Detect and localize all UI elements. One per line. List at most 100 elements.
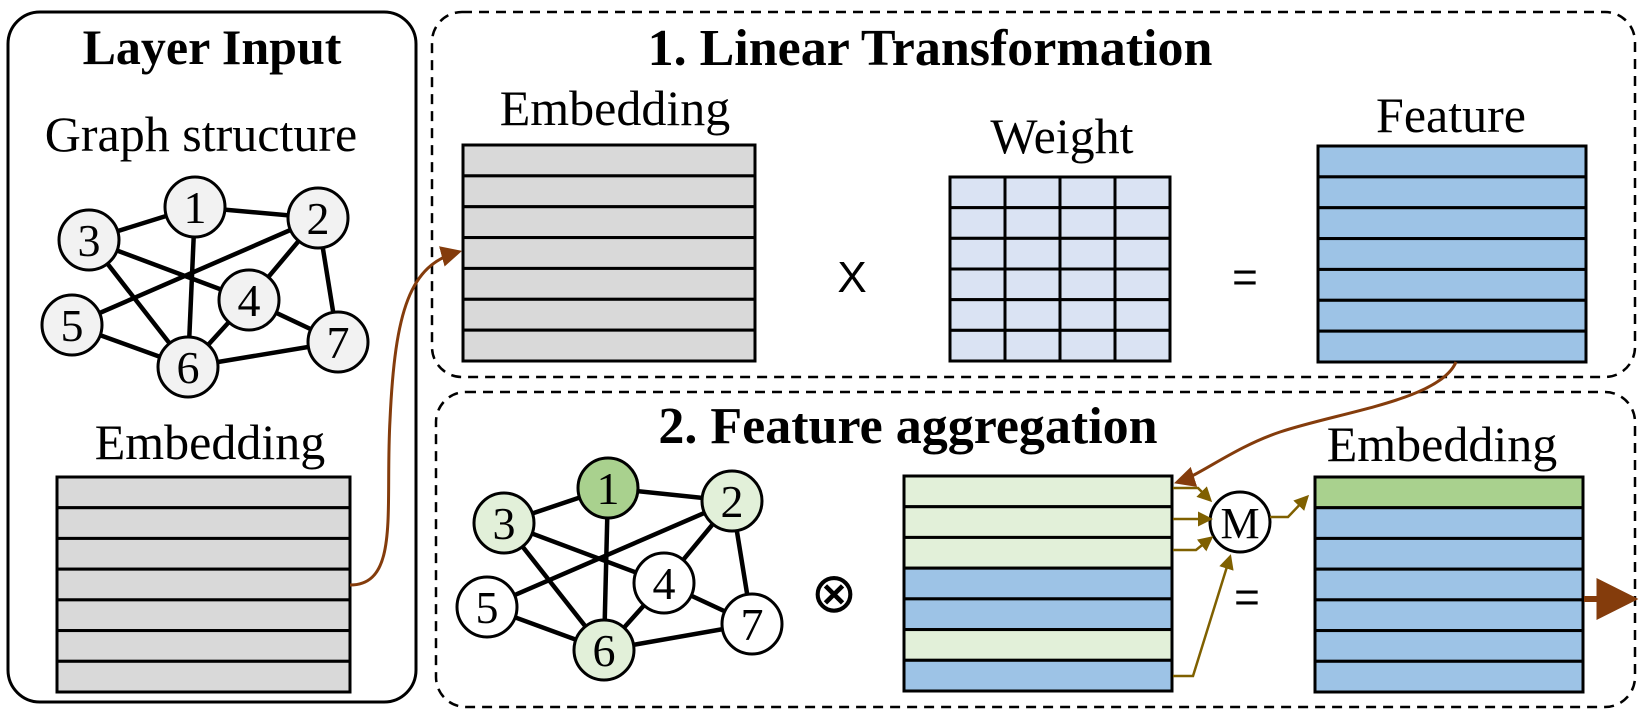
matrix-row: [1313, 659, 1585, 694]
matrix-row: [55, 598, 352, 633]
graph-node: [576, 456, 640, 520]
matrix-cell: [948, 175, 1007, 210]
matrix-row: [1316, 175, 1588, 210]
matrix-cell: [1113, 328, 1172, 363]
graph-node: [57, 208, 121, 272]
feature-to-aggregation-arrow: [1173, 361, 1458, 487]
graph-node-label: 3: [493, 498, 516, 549]
matrix-row: [1313, 598, 1585, 633]
matrix-cell: [1058, 175, 1117, 210]
matrix-cell: [1113, 298, 1172, 332]
fa-embedding-label: Embedding: [1327, 416, 1558, 472]
graph-node: [156, 335, 220, 399]
matrix-row: [1316, 298, 1588, 333]
matrix-row: [461, 174, 757, 209]
matrix-row: [1313, 567, 1585, 602]
graph-node-label: 4: [238, 275, 261, 326]
matrix-row: [1313, 475, 1585, 510]
matrix-cell: [948, 206, 1007, 240]
aggregate-to-output-arrow: [1270, 494, 1310, 519]
matrix-row: [902, 658, 1174, 693]
matrix-row: [461, 236, 757, 270]
graph-node-label: 2: [307, 193, 330, 244]
matrix-cell: [948, 236, 1007, 271]
matrix-cell: [948, 267, 1007, 302]
aggregate-node-label: M: [1220, 499, 1259, 548]
matrix-row: [461, 328, 757, 363]
matrix-row: [902, 628, 1174, 662]
matrix-row: [55, 475, 352, 510]
matrix-cell: [1058, 298, 1117, 332]
graph-node: [455, 575, 519, 639]
aggregation-matrix: [902, 474, 1174, 693]
matrix-cell: [1113, 267, 1172, 302]
graph-node: [306, 310, 370, 374]
graph-node-label: 1: [184, 182, 207, 233]
matrix-row: [1313, 506, 1585, 540]
lt-embedding-label: Embedding: [500, 80, 731, 136]
linear-transformation-title: 1. Linear Transformation: [648, 20, 1213, 77]
linear-transformation-panel: [430, 10, 1637, 379]
graph-node: [40, 293, 104, 357]
graph-edge: [486, 498, 733, 610]
graph-node: [632, 551, 696, 615]
matrix-cell: [1003, 267, 1062, 302]
graph-node-label: 1: [597, 463, 620, 514]
layer-input-title: Layer Input: [83, 19, 342, 75]
matrix-cell: [948, 328, 1007, 363]
matrix-cell: [1113, 175, 1172, 210]
matrix-cell: [1058, 267, 1117, 302]
graph-node-label: 3: [78, 215, 101, 266]
matrix-row: [902, 566, 1174, 601]
feature-matrix: [1316, 144, 1588, 364]
feature-aggregation-panel: [434, 390, 1637, 709]
matrix-cell: [1003, 298, 1062, 332]
graph-node-label: 5: [61, 300, 84, 351]
matrix-cell: [1003, 206, 1062, 240]
input-embedding-matrix: [55, 475, 352, 694]
matrix-cell: [1003, 328, 1062, 363]
matrix-row: [55, 629, 352, 663]
matrix-cell: [1003, 236, 1062, 271]
matrix-cell: [1113, 236, 1172, 271]
matrix-row: [55, 659, 352, 694]
graph-node: [163, 175, 227, 239]
matrix-cell: [1058, 328, 1117, 363]
fa-equals-symbol: =: [1234, 573, 1260, 622]
graph-node: [572, 618, 636, 682]
output-embedding-matrix: [1313, 475, 1585, 694]
matrix-row: [902, 505, 1174, 539]
graph-node: [286, 186, 350, 250]
graph-structure-label: Graph structure: [45, 106, 357, 162]
multiply-symbol: X: [837, 253, 866, 302]
matrix-row: [1316, 206, 1588, 241]
feature-aggregation-title: 2. Feature aggregation: [658, 398, 1157, 455]
matrix-row: [1313, 629, 1585, 663]
graph-node-label: 4: [653, 558, 676, 609]
matrix-row: [461, 143, 757, 178]
matrix-row: [902, 535, 1174, 570]
graph-node-label: 5: [476, 582, 499, 633]
graph-node-label: 2: [721, 476, 744, 527]
input-to-linear-arrow: [349, 246, 463, 587]
graph-node-label: 7: [741, 599, 764, 650]
matrix-cell: [1113, 206, 1172, 240]
feature-label: Feature: [1376, 87, 1526, 143]
weight-matrix: [948, 175, 1172, 363]
graph-node: [700, 469, 764, 533]
graph-node-label: 6: [177, 342, 200, 393]
matrix-row: [1313, 536, 1585, 571]
weight-label: Weight: [990, 108, 1133, 164]
graph-node: [472, 491, 536, 555]
matrix-row: [461, 205, 757, 240]
lt-equals-symbol: =: [1232, 253, 1258, 302]
matrix-row: [461, 297, 757, 332]
graph-node: [720, 592, 784, 656]
matrix-row: [902, 597, 1174, 632]
input-embedding-label: Embedding: [95, 414, 326, 470]
matrix-cell: [1058, 236, 1117, 271]
